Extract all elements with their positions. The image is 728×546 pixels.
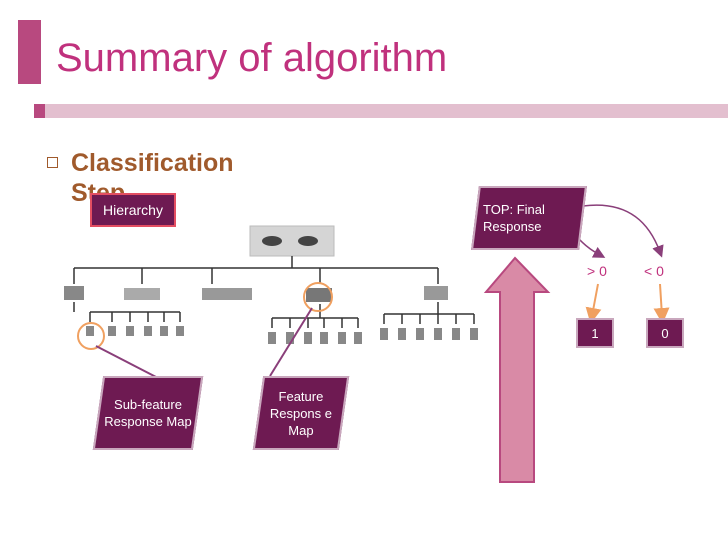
subfeature-response-card: Sub-feature Response Map xyxy=(92,376,204,450)
branch-negative xyxy=(582,204,664,258)
slide-title: Summary of algorithm xyxy=(56,36,448,80)
feature-image xyxy=(306,288,332,302)
upward-arrow xyxy=(483,256,551,483)
hierarchy-label: Hierarchy xyxy=(90,193,176,227)
feature-response-card: Feature Respons e Map xyxy=(252,376,350,450)
subfeature-highlight xyxy=(77,322,105,350)
tree-connectors xyxy=(73,256,439,284)
subfeature-callout xyxy=(95,345,159,379)
result-one-box: 1 xyxy=(576,318,614,348)
leaf-images xyxy=(86,326,478,344)
result-zero-box: 0 xyxy=(646,318,684,348)
arrow-to-zero xyxy=(653,283,670,324)
root-eye-left xyxy=(262,236,282,246)
condition-positive: > 0 xyxy=(587,263,607,279)
subtree-connectors xyxy=(73,302,475,328)
title-rule xyxy=(34,104,728,118)
feature-image xyxy=(124,288,160,300)
condition-negative: < 0 xyxy=(644,263,664,279)
bullet-marker xyxy=(47,157,58,168)
feature-image xyxy=(64,286,84,300)
top-final-response-card: TOP: Final Response xyxy=(471,186,587,250)
feature-image xyxy=(202,288,252,300)
arrow-to-one xyxy=(585,283,602,324)
feature-highlight xyxy=(303,282,333,312)
root-eye-right xyxy=(298,236,318,246)
title-rule-accent xyxy=(34,104,45,118)
accent-bar xyxy=(18,20,41,84)
feature-callout xyxy=(269,307,313,377)
feature-image xyxy=(424,286,448,300)
